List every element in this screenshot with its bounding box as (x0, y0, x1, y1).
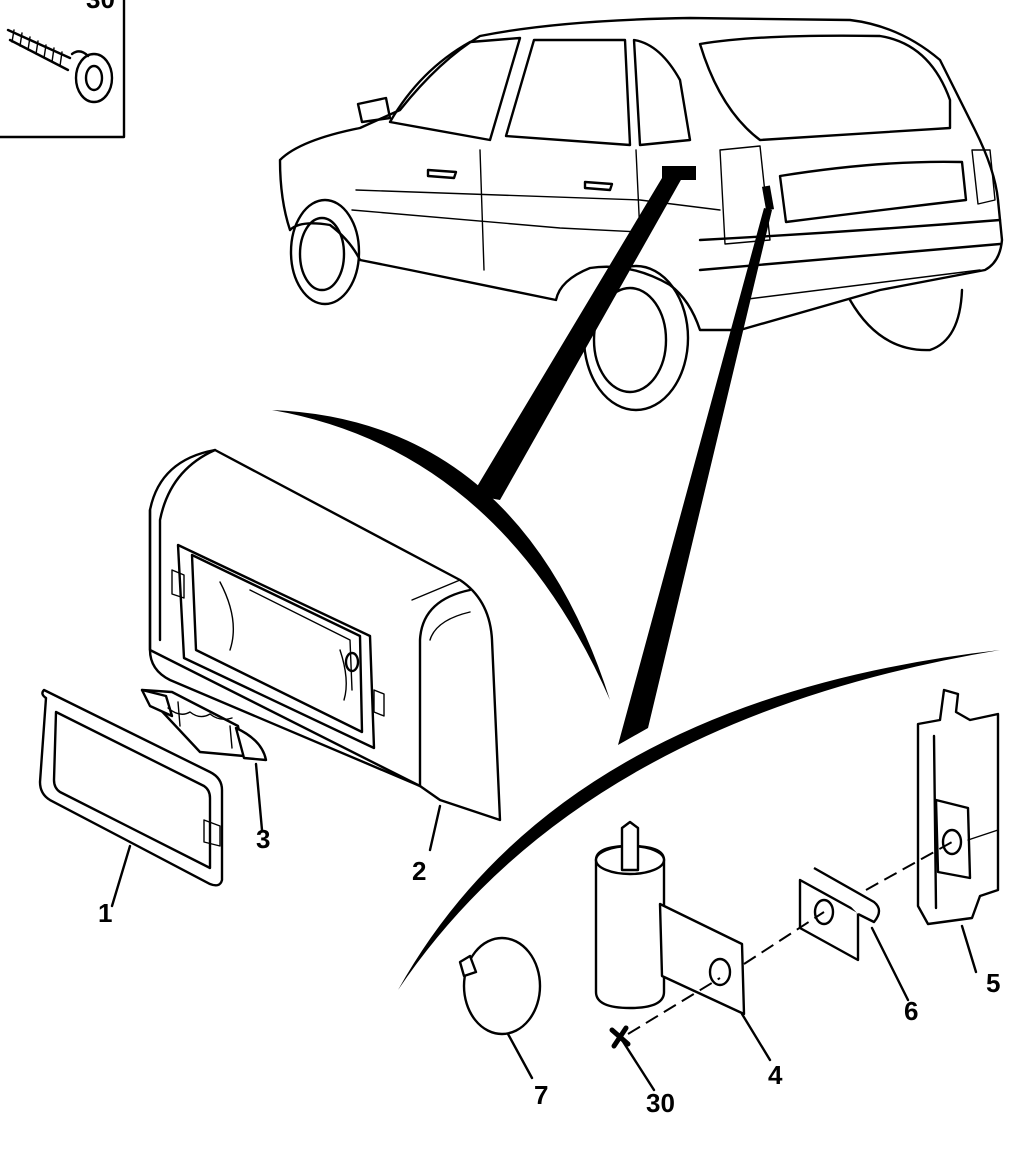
assembly-line-middle (743, 911, 825, 965)
pointer-wedge-lower (618, 208, 772, 745)
callout-1: 1 (98, 898, 112, 928)
car-outline (278, 16, 1004, 412)
arc-upper (272, 410, 610, 700)
mounting-bracket (916, 688, 1000, 926)
callout-4: 4 (768, 1060, 783, 1090)
callout-7: 7 (534, 1080, 548, 1110)
assembly-line-upper (865, 841, 953, 891)
assembly-line-lower (627, 977, 721, 1035)
screw-icon (6, 28, 114, 104)
callout-3: 3 (256, 824, 270, 854)
callout-30: 30 (646, 1088, 675, 1118)
inset-screw-box: 30 (0, 0, 126, 139)
connector-socket (594, 820, 746, 1016)
leader-lines (110, 762, 978, 1092)
callout-6: 6 (904, 996, 918, 1026)
festoon-bulb (140, 688, 268, 762)
cover-cap (458, 936, 542, 1036)
lamp-housing (148, 448, 502, 822)
inset-callout-30: 30 (86, 0, 115, 14)
marker-location-rear (761, 185, 775, 211)
lamp-lens (38, 688, 224, 887)
callout-2: 2 (412, 856, 426, 886)
callout-5: 5 (986, 968, 1000, 998)
fastener-clip (798, 866, 881, 962)
marker-location-side (662, 166, 696, 180)
screw-marker-icon (609, 1025, 631, 1049)
pointer-wedge-upper (472, 178, 682, 500)
